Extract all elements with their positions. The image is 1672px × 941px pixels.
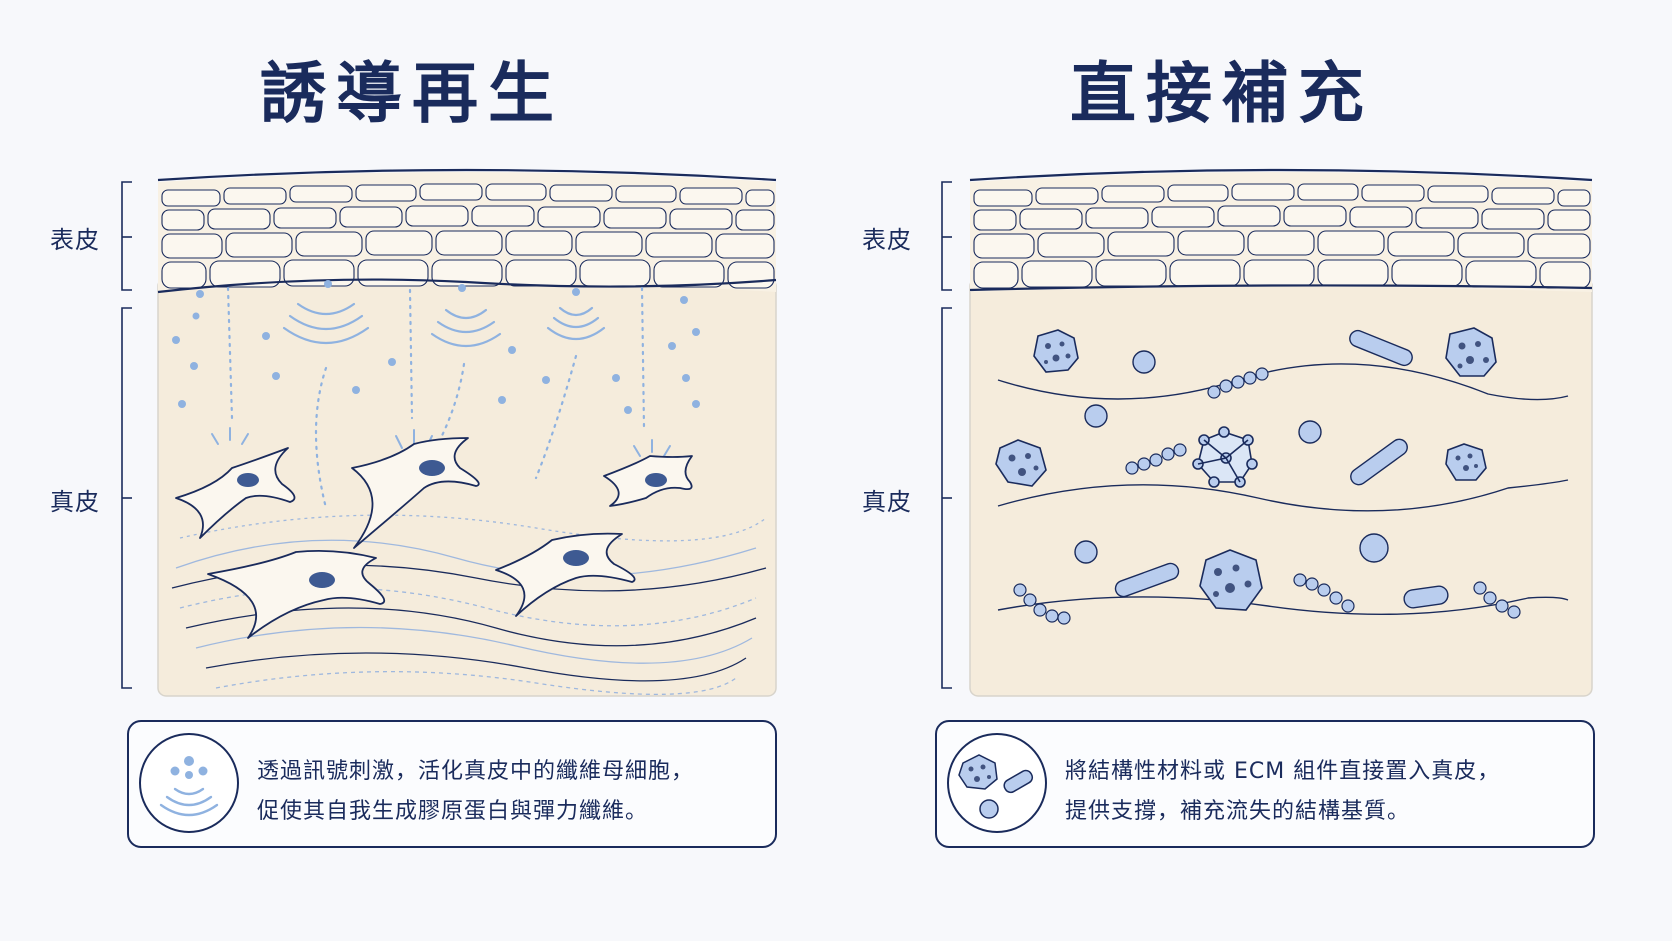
signal-dots [172, 280, 700, 414]
caption-line-1: 將結構性材料或 ECM 組件直接置入真皮， [1065, 759, 1501, 784]
epidermis-label: 表皮 [50, 226, 100, 254]
induced-regeneration-panel: 誘導再生 表皮 真皮 [50, 54, 777, 848]
caption-box: 將結構性材料或 ECM 組件直接置入真皮， 提供支撐，補充流失的結構基質。 [935, 720, 1595, 848]
caption-line-2: 提供支撐，補充流失的結構基質。 [1065, 799, 1411, 824]
panel-title: 誘導再生 [260, 54, 564, 132]
layer-brackets [121, 181, 132, 689]
scaffold-materials-icon [947, 733, 1047, 833]
bead-chains [1013, 367, 1521, 625]
matrix-fibers [997, 363, 1569, 616]
caption-line-1: 透過訊號刺激，活化真皮中的纖維母細胞， [257, 759, 695, 784]
dermis-label: 真皮 [862, 488, 912, 516]
signal-waves [282, 302, 606, 347]
scaffold-blocks [995, 327, 1497, 611]
layer-brackets [941, 181, 952, 689]
epidermis-cells [973, 183, 1591, 289]
direct-supplement-panel: 直接補充 表皮 真皮 [812, 0, 1648, 941]
signal-wave-icon [139, 733, 239, 833]
dermis-label: 真皮 [50, 488, 100, 516]
fibroblast-nuclei [237, 460, 667, 588]
skin-diagram-regeneration [157, 168, 777, 697]
ecm-spheres [1074, 350, 1389, 564]
ecm-rods [1114, 329, 1449, 609]
epidermis-cells [161, 183, 775, 289]
signal-paths [226, 286, 646, 510]
caption-box: 透過訊號刺激，活化真皮中的纖維母細胞， 促使其自我生成膠原蛋白與彈力纖維。 [127, 720, 777, 848]
fibroblast-cells [175, 437, 693, 639]
panel-title: 直接補充 [1070, 54, 1374, 132]
caption-line-2: 促使其自我生成膠原蛋白與彈力纖維。 [257, 799, 649, 824]
epidermis-label: 表皮 [862, 226, 912, 254]
skin-diagram-supplement [969, 168, 1593, 697]
